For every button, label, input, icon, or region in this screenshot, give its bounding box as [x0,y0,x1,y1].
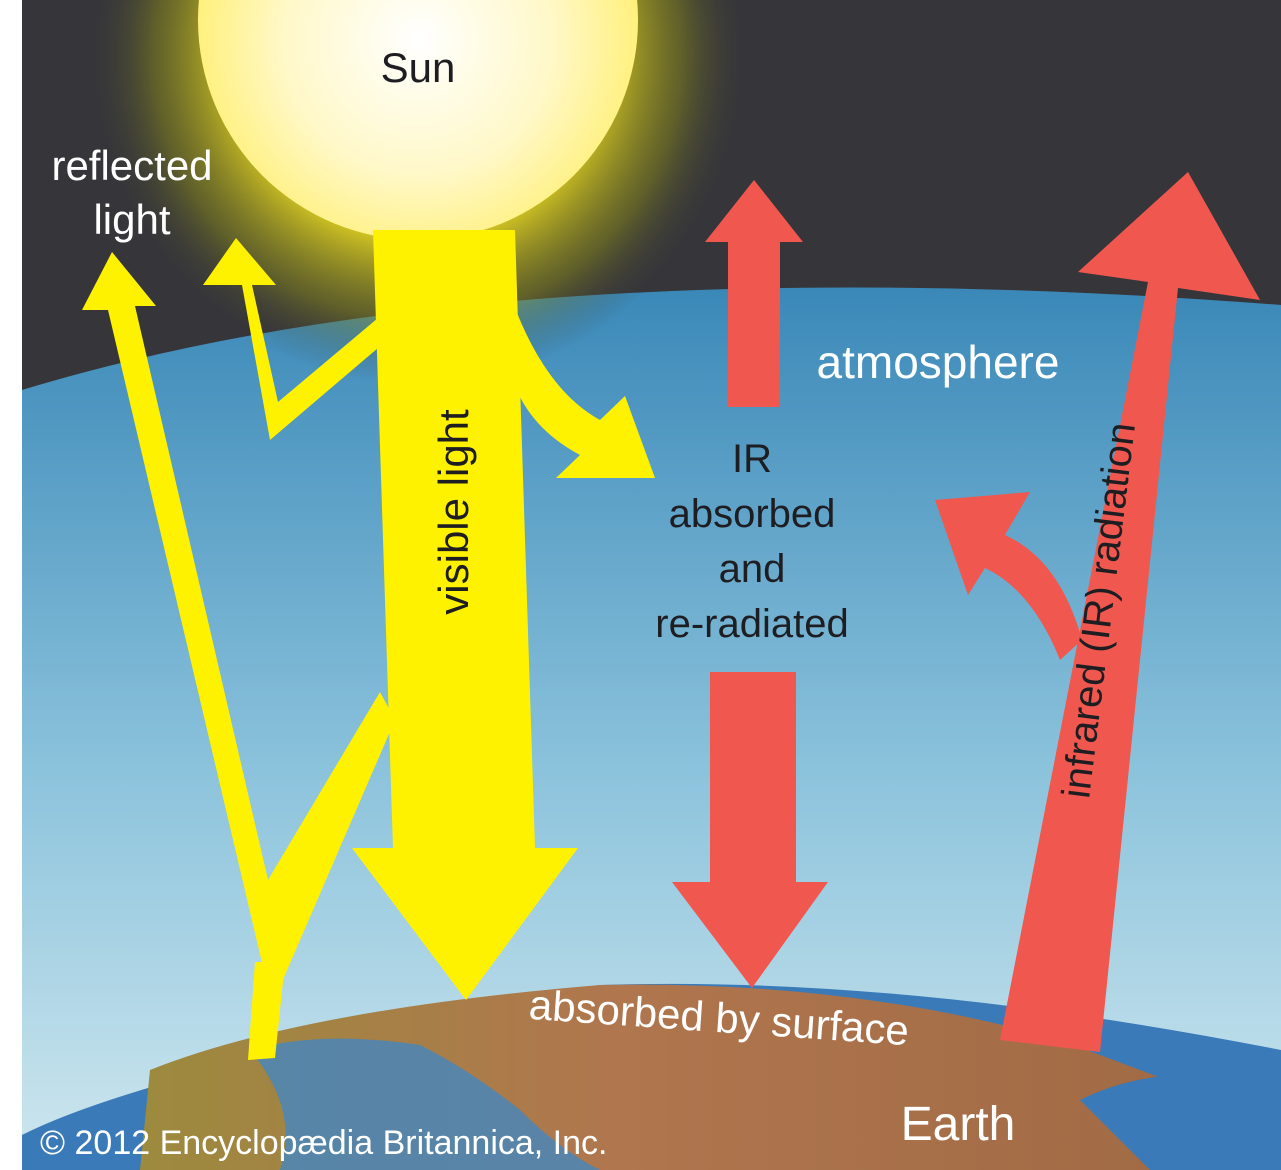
earth-label: Earth [901,1098,1016,1151]
sun [198,0,638,240]
reflected-light-arrow-base [248,962,285,1060]
visible-light-absorbed-branch [505,300,655,478]
ir-escape-arrow [705,180,803,407]
visible-light-beam [352,230,578,1000]
left-margin [0,0,22,1170]
ir-absorbed-label-line1: IR [732,437,772,481]
sun-label: Sun [381,44,456,91]
reflected-light-label-line1: reflected [51,142,212,189]
atmosphere-label: atmosphere [817,336,1060,388]
reflected-light-arrow-short [203,238,378,440]
ocean-inlet [250,1038,600,1170]
copyright-notice: © 2012 Encyclopædia Britannica, Inc. [40,1124,607,1162]
ir-absorbed-branch [935,492,1082,660]
reflected-light-label-line2: light [93,196,170,243]
ir-absorbed-label-line2: absorbed [669,492,836,536]
visible-light-label: visible light [430,409,477,615]
ir-reradiated-arrow [672,672,828,988]
ocean-right [1080,1073,1281,1170]
ir-absorbed-label-line3: and [719,547,786,591]
ir-radiation-arrow [1000,172,1260,1052]
ir-absorbed-label-line4: re-radiated [655,602,848,646]
reflected-light-arrow-long [82,252,395,1005]
